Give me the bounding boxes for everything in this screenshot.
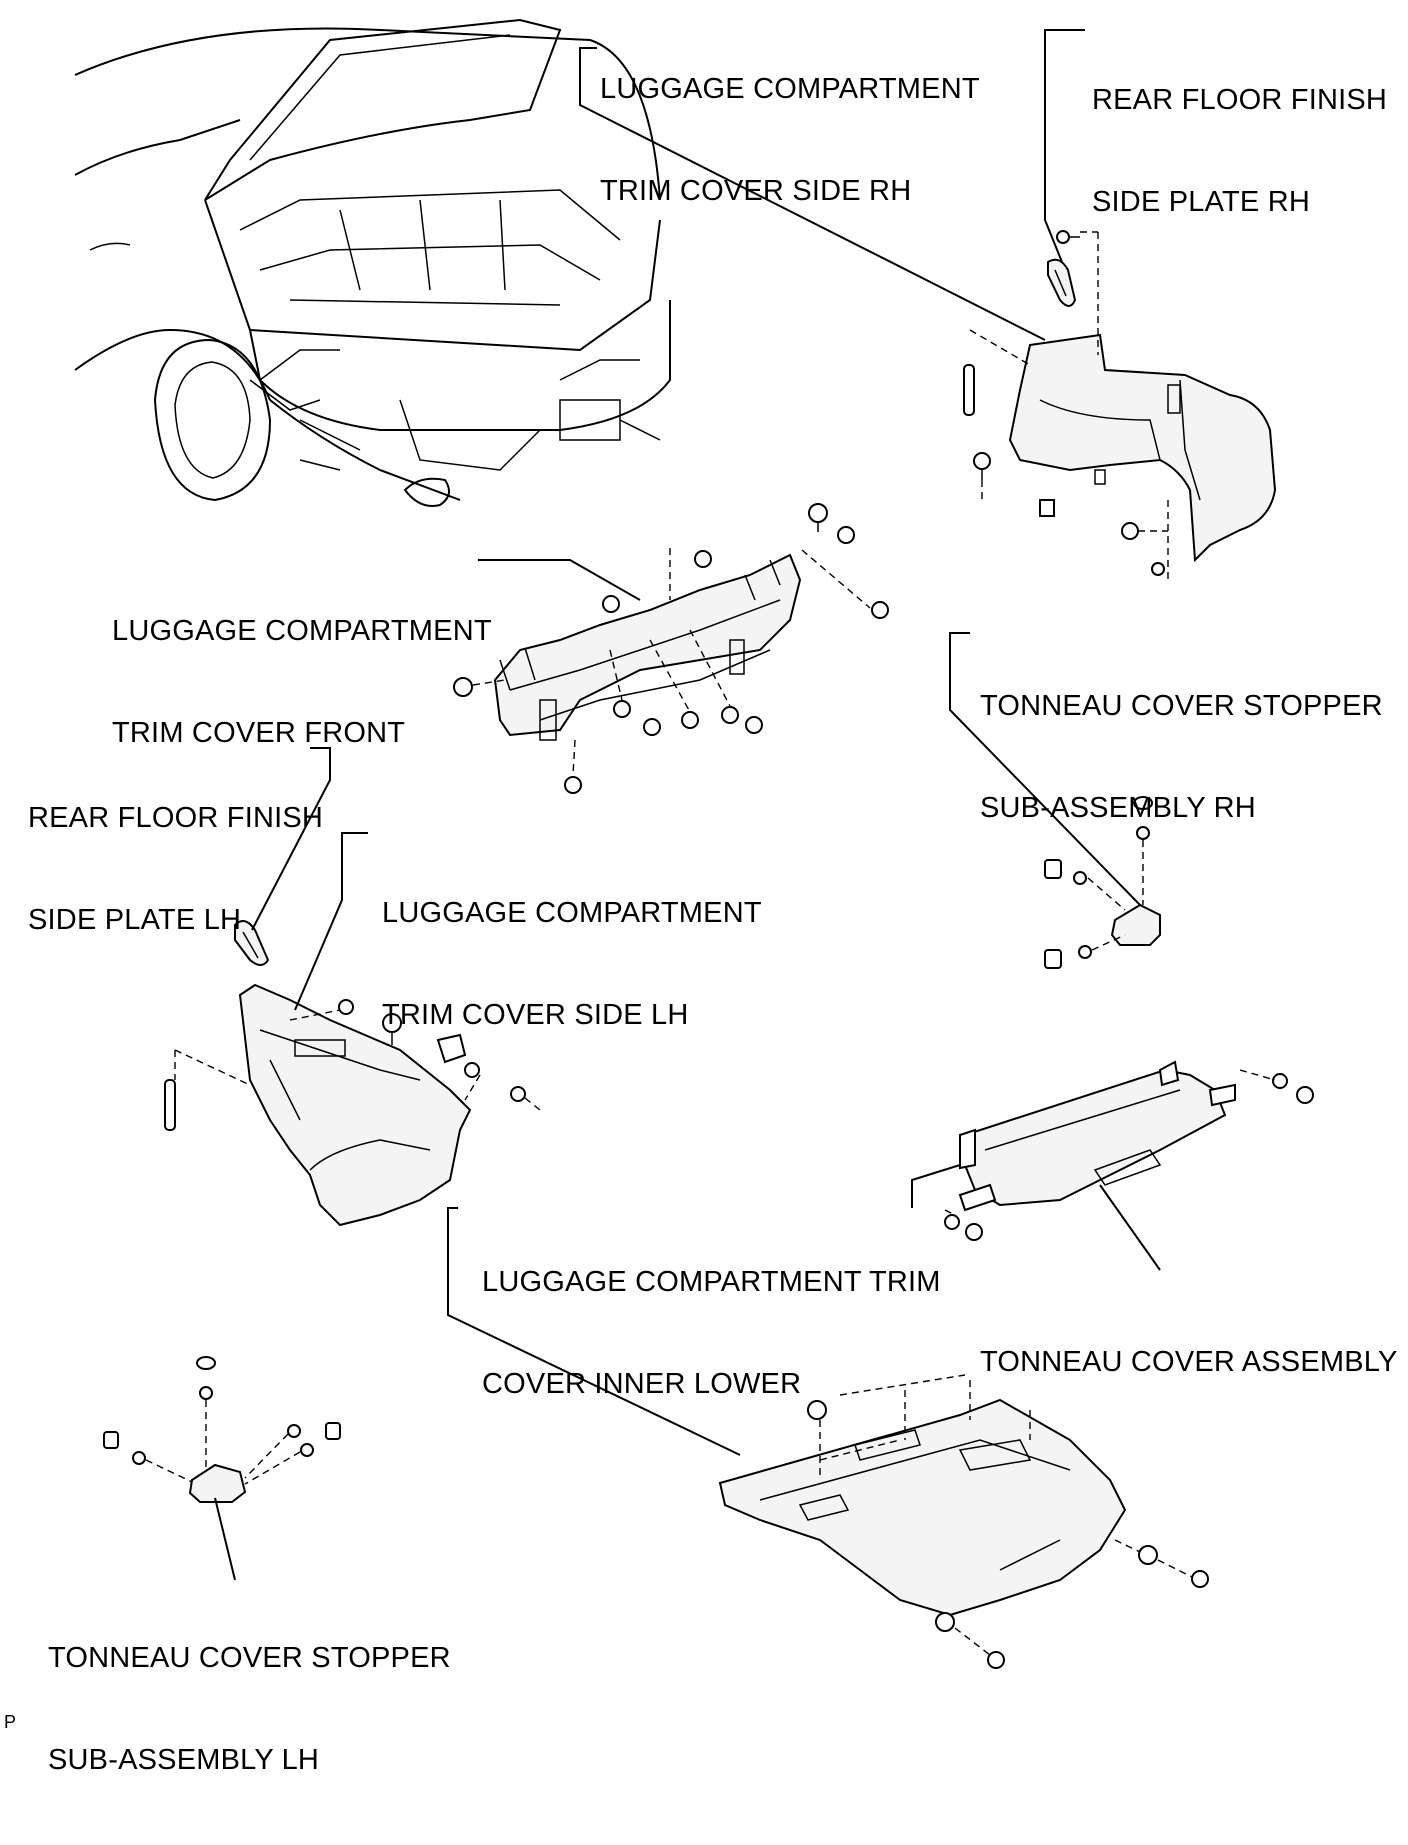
leader-lines [214, 29, 1161, 1581]
label-line: SUB-ASSEMBLY LH [48, 1744, 320, 1776]
label-trim-cover-side-lh: LUGGAGE COMPARTMENT TRIM COVER SIDE LH [382, 828, 762, 1100]
label-line: LUGGAGE COMPARTMENT [382, 897, 762, 929]
tonneau-cover-stopper-lh-part [103, 1356, 341, 1503]
label-tonneau-cover-stopper-lh: TONNEAU COVER STOPPER SUB-ASSEMBLY LH [48, 1573, 451, 1845]
label-line: SIDE PLATE LH [28, 904, 242, 936]
corner-mark: P [4, 1712, 17, 1732]
label-line: TRIM COVER SIDE LH [382, 999, 689, 1031]
label-trim-cover-side-rh: LUGGAGE COMPARTMENT TRIM COVER SIDE RH [600, 4, 980, 276]
trim-cover-front-part [493, 553, 802, 741]
label-trim-cover-inner-lower: LUGGAGE COMPARTMENT TRIM COVER INNER LOW… [482, 1197, 941, 1469]
rh-fasteners [963, 230, 1169, 580]
label-line: SUB-ASSEMBLY RH [980, 792, 1256, 824]
label-line: SIDE PLATE RH [1092, 186, 1311, 218]
diagram-drawing [74, 18, 1314, 1669]
label-line: LUGGAGE COMPARTMENT [600, 73, 980, 105]
lh-fasteners [164, 999, 541, 1131]
front-fasteners [453, 503, 889, 794]
trim-cover-inner-lower-part [718, 1398, 1127, 1617]
label-line: TONNEAU COVER STOPPER [980, 690, 1383, 722]
label-line: TRIM COVER SIDE RH [600, 175, 912, 207]
rear-floor-finish-side-plate-lh-part [234, 920, 270, 966]
label-line: LUGGAGE COMPARTMENT TRIM [482, 1266, 941, 1298]
label-rear-floor-finish-side-plate-rh: REAR FLOOR FINISH SIDE PLATE RH [1092, 15, 1387, 287]
trim-cover-side-lh-part [238, 983, 472, 1227]
tonneau-cover-assembly-part [944, 1060, 1314, 1241]
rear-floor-finish-side-plate-rh-part [1047, 258, 1077, 307]
label-tonneau-cover-stopper-rh: TONNEAU COVER STOPPER SUB-ASSEMBLY RH [980, 621, 1383, 893]
label-line: REAR FLOOR FINISH [28, 802, 324, 834]
label-line: TONNEAU COVER ASSEMBLY [980, 1346, 1398, 1378]
label-rear-floor-finish-side-plate-lh: REAR FLOOR FINISH SIDE PLATE LH [28, 733, 323, 1005]
car-rear-illustration [74, 18, 671, 507]
label-line: TONNEAU COVER STOPPER [48, 1642, 451, 1674]
label-trim-cover-front: LUGGAGE COMPARTMENT TRIM COVER FRONT [112, 546, 492, 818]
label-tonneau-cover-assembly: TONNEAU COVER ASSEMBLY [980, 1277, 1398, 1447]
inner-lower-fasteners [807, 1374, 1209, 1669]
label-line: TRIM COVER FRONT [112, 717, 406, 749]
exploded-parts-diagram: LUGGAGE COMPARTMENT TRIM COVER SIDE RH R… [4, 4, 1398, 1776]
label-line: LUGGAGE COMPARTMENT [112, 615, 492, 647]
label-line: REAR FLOOR FINISH [1092, 84, 1388, 116]
label-line: COVER INNER LOWER [482, 1368, 802, 1400]
trim-cover-side-rh-part [1008, 333, 1277, 563]
tonneau-cover-stopper-rh-part [1044, 796, 1161, 969]
